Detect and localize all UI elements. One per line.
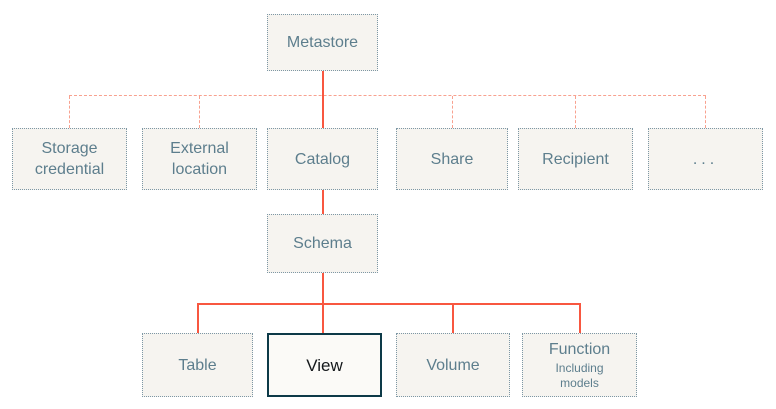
node-share: Share: [396, 128, 508, 190]
node-external-location: External location: [142, 128, 257, 190]
connector-drop-view: [322, 304, 324, 333]
connector-drop-volume: [452, 304, 454, 333]
node-function-label: Function: [548, 341, 611, 358]
connector-catalog-schema: [322, 190, 324, 214]
node-function: Function Including models: [522, 333, 637, 397]
node-view: View: [267, 333, 382, 397]
connector-metastore-catalog: [322, 71, 324, 128]
node-table: Table: [142, 333, 253, 397]
connector-drop-external-location: [199, 96, 200, 128]
connector-drop-recipient: [575, 96, 576, 128]
node-storage-credential: Storage credential: [12, 128, 127, 190]
node-volume: Volume: [396, 333, 510, 397]
connector-drop-function: [579, 304, 581, 333]
connector-drop-share: [452, 96, 453, 128]
connector-drop-ellipsis: [705, 96, 706, 128]
node-metastore: Metastore: [267, 14, 378, 71]
connector-drop-storage-credential: [69, 96, 70, 128]
node-function-sublabel: Including models: [555, 361, 604, 390]
node-ellipsis: ...: [648, 128, 763, 190]
node-schema: Schema: [267, 214, 378, 273]
connector-drop-table: [197, 304, 199, 333]
connector-metastore-children-bus: [69, 95, 706, 96]
node-recipient: Recipient: [518, 128, 633, 190]
connector-schema-bus: [322, 273, 324, 304]
connector-schema-children-bus: [197, 303, 581, 305]
node-catalog: Catalog: [267, 128, 378, 190]
